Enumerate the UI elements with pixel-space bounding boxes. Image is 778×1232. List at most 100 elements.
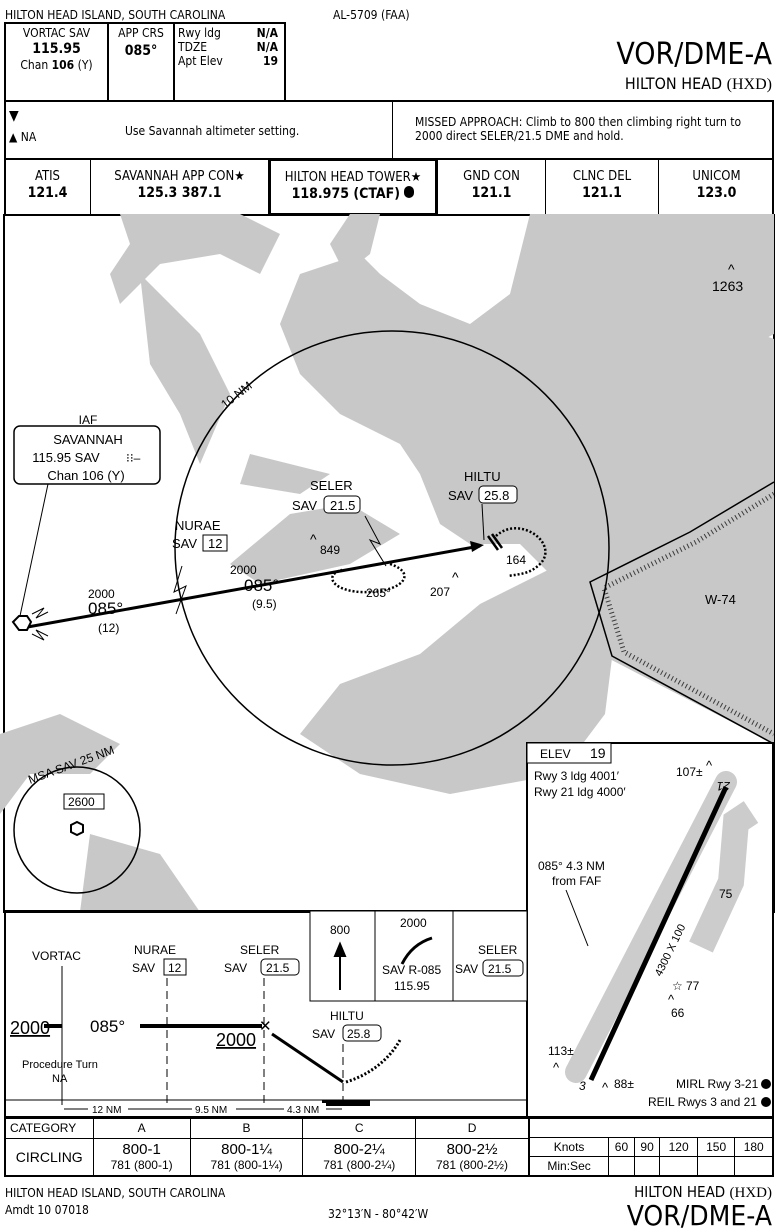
altimeter-note: Use Savannah altimeter setting. xyxy=(125,124,300,138)
comm-freq: 121.1 xyxy=(582,185,622,201)
fix-cross-icon: ✕ xyxy=(259,1018,272,1035)
seler-dme-box xyxy=(323,495,361,514)
rwy3-ldg: Rwy 3 ldg 4001′ xyxy=(534,769,620,783)
obstacle-77: 77 xyxy=(686,979,700,993)
runway-profile xyxy=(322,1100,370,1106)
comm-freq: 123.0 xyxy=(696,185,737,201)
elev-label: ELEV xyxy=(540,747,571,761)
iaf-name: SAVANNAH xyxy=(53,432,123,447)
segment-distance: (9.5) xyxy=(252,597,277,611)
missed-approach-text: MISSED APPROACH: Climb to 800 then climb… xyxy=(415,115,742,143)
airport-sketch: ELEV 19 Rwy 3 ldg 4001′ Rwy 21 ldg 4000′… xyxy=(526,742,774,1118)
seler-fix-mark xyxy=(364,515,387,567)
rwy-ldg-label: Rwy ldg xyxy=(178,26,221,40)
cat-d: D xyxy=(415,1117,530,1139)
airport-name-header: HILTON HEAD (HXD) xyxy=(625,74,772,94)
course-arrow xyxy=(470,541,484,552)
obstacle-icon: ^ xyxy=(452,569,459,585)
airport-id: (HXD) xyxy=(726,76,772,93)
faf-note-1: 085° 4.3 NM xyxy=(538,859,605,873)
distance-4-3: 4.3 NM xyxy=(287,1105,319,1116)
msa-vortac-icon xyxy=(70,820,84,837)
iaf-freq: 115.95 SAV xyxy=(32,450,100,465)
distance-9-5: 9.5 NM xyxy=(195,1105,227,1116)
elev-value: 19 xyxy=(590,745,606,761)
cat-a: A xyxy=(92,1117,191,1139)
profile-view: 800 2000 SAV R-085 115.95 SELER SAV 21.5… xyxy=(4,910,528,1118)
alternate-na: ▲ NA xyxy=(9,130,36,144)
svg-text:^: ^ xyxy=(668,992,675,1007)
comm-freq: 118.975 (CTAF) xyxy=(291,186,400,202)
msa-circle xyxy=(13,766,141,894)
segment-altitude: 2000 xyxy=(230,563,257,577)
comm-label: GND CON xyxy=(463,169,520,184)
obstacle-107: 107± xyxy=(676,765,703,779)
profile-seler-dme: 21.5 xyxy=(266,961,290,975)
procedure-turn-na: NA xyxy=(52,1073,68,1085)
missed-approach-track xyxy=(495,527,547,578)
hiltu-sav: SAV xyxy=(448,488,473,503)
climb-arrow-icon xyxy=(333,941,347,990)
obstacle-icon: ^ xyxy=(310,531,317,547)
svg-text:^: ^ xyxy=(602,1080,609,1095)
svg-text:^: ^ xyxy=(553,1060,560,1075)
w74-label: W-74 xyxy=(705,592,736,607)
app-crs-value: 085° xyxy=(124,43,158,59)
seler-dme: 21.5 xyxy=(330,498,355,513)
distance-12: 12 NM xyxy=(92,1105,121,1116)
iaf-chan: Chan 106 (Y) xyxy=(47,468,124,483)
comm-freq: 125.3 387.1 xyxy=(137,185,222,201)
amendment: Amdt 10 07018 xyxy=(5,1203,89,1217)
cat-c: C xyxy=(302,1117,417,1139)
profile-hiltu-sav: SAV xyxy=(312,1027,335,1041)
vortac-freq: 115.95 xyxy=(32,41,81,57)
obstacle-164: 164 xyxy=(506,553,526,567)
runway-3-21 xyxy=(588,785,729,1082)
holding-pattern xyxy=(331,562,406,594)
iaf-box xyxy=(13,425,161,485)
runway-end-21: 21 xyxy=(717,779,731,793)
app-crs-label: APP CRS xyxy=(118,26,164,40)
speed-120: 120 xyxy=(659,1137,698,1157)
chan-num: 106 xyxy=(51,58,75,72)
procedure-title: VOR/DME-A xyxy=(616,37,772,72)
rwy-ldg-value: N/A xyxy=(256,26,278,40)
turn-arrow-icon xyxy=(400,936,433,965)
restricted-area-w74 xyxy=(589,481,776,745)
knots-label: Knots xyxy=(528,1137,610,1157)
obstacle-113: 113± xyxy=(548,1044,574,1058)
segment-course: 085° xyxy=(244,576,279,595)
hiltu-label: HILTU xyxy=(464,469,501,484)
morse-code-icon: ⁝⁝– xyxy=(126,451,141,465)
speed-60: 60 xyxy=(608,1137,635,1157)
obstacle-849: 849 xyxy=(320,543,340,557)
rwy21-ldg: Rwy 21 ldg 4000′ xyxy=(534,785,626,799)
chan-suffix: (Y) xyxy=(77,58,93,72)
profile-hiltu: HILTU xyxy=(330,1009,364,1023)
seler-label: SELER xyxy=(310,478,353,493)
runway-end-3: 3 xyxy=(579,1079,586,1093)
chan-label: Chan xyxy=(20,58,49,72)
beacon-icon: ☆ xyxy=(672,979,683,993)
app-crs: APP CRS 085° xyxy=(109,26,173,62)
approach-course xyxy=(21,544,481,630)
ma-fix: SELER xyxy=(478,943,518,957)
circling-label: CIRCLING xyxy=(4,1137,94,1177)
speed-150: 150 xyxy=(696,1137,736,1157)
comm-label: HILTON HEAD TOWER★ xyxy=(284,170,422,185)
tdze-label: TDZE xyxy=(178,40,208,54)
no-takeoff-mins-icon: ▼ xyxy=(9,108,19,124)
pilot-controlled-lighting-icon xyxy=(761,1079,771,1089)
mirl-note: MIRL Rwy 3-21 xyxy=(676,1077,759,1091)
ma-dme: 21.5 xyxy=(488,962,512,976)
obstacle-207: 207 xyxy=(430,585,450,599)
profile-hiltu-dme: 25.8 xyxy=(347,1027,371,1041)
holding-course: 265° xyxy=(366,586,391,600)
msa-alt-box xyxy=(63,793,105,810)
obstacle-75: 75 xyxy=(719,887,733,901)
